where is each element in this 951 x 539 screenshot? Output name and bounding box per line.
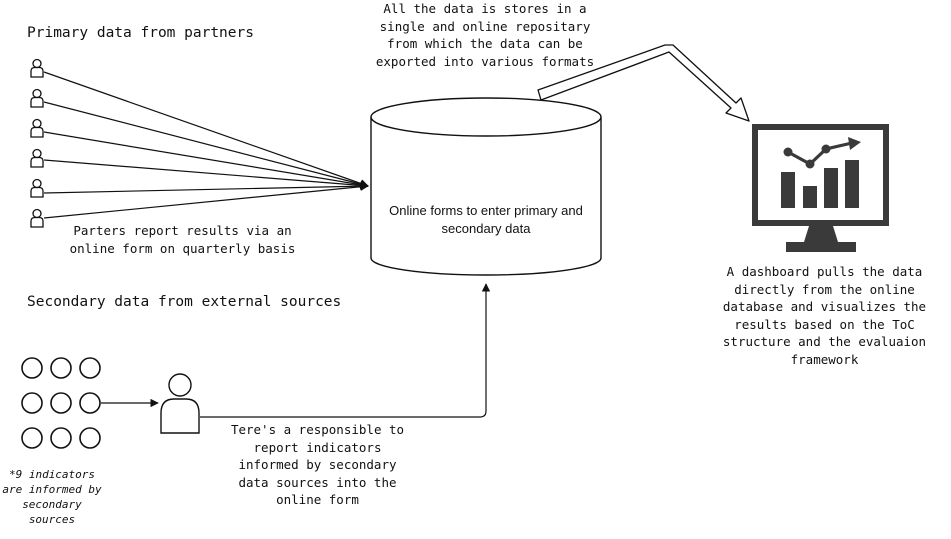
monitor-chart-icon <box>752 124 889 252</box>
primary-data-heading: Primary data from partners <box>27 25 254 41</box>
circle-icon <box>21 392 43 414</box>
connector-line <box>43 182 369 219</box>
circle-icon <box>50 427 72 449</box>
connector-line <box>43 101 369 189</box>
indicator-circles <box>21 357 101 449</box>
person-icon <box>30 58 44 78</box>
database-cylinder <box>370 97 602 276</box>
partner-icons <box>30 58 44 228</box>
connector-line <box>43 131 369 189</box>
export-arrow <box>537 44 750 122</box>
circle-icon <box>79 392 101 414</box>
responsible-person-icon <box>160 373 200 434</box>
connector-line <box>43 159 369 190</box>
circle-icon <box>21 427 43 449</box>
circle-icon <box>79 357 101 379</box>
connector-line <box>43 71 369 188</box>
responsible-note: Tere's a responsible to report indicator… <box>230 422 405 507</box>
circle-icon <box>21 357 43 379</box>
partners-report-note: Parters report results via an online for… <box>69 223 296 256</box>
indicators-footnote: *9 indicators are informed by secondary … <box>2 468 102 526</box>
partner-connectors <box>43 71 369 219</box>
dashboard-note: A dashboard pulls the data directly from… <box>722 264 927 367</box>
person-icon <box>30 88 44 108</box>
person-icon <box>30 148 44 168</box>
secondary-data-heading: Secondary data from external sources <box>27 294 342 310</box>
circle-icon <box>50 357 72 379</box>
circle-icon <box>79 427 101 449</box>
circle-icon <box>50 392 72 414</box>
person-icon <box>30 118 44 138</box>
person-icon <box>30 208 44 228</box>
person-icon <box>30 178 44 198</box>
repository-note: All the data is stores in a single and o… <box>375 1 595 69</box>
connector-line <box>43 181 369 194</box>
responsible-to-database-connector <box>200 283 491 418</box>
database-label: Online forms to enter primary and second… <box>389 203 583 236</box>
